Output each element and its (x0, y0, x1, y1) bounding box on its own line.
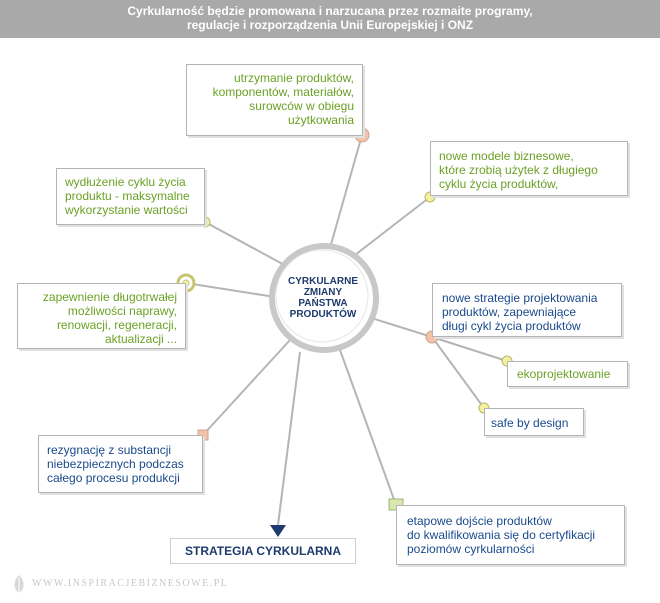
box-stages-line: etapowe dojście produktów (407, 514, 552, 528)
box-business-line: które zrobią użytek z długiego (439, 163, 598, 177)
box-stages-line: poziomów cyrkularności (407, 542, 535, 556)
header-line-1: Cyrkularność będzie promowana i narzucan… (127, 4, 533, 18)
connector-business (354, 196, 431, 256)
box-stages-line: do kwalifikowania się do certyfikacji (407, 528, 596, 542)
leaf-logo-icon (14, 574, 24, 594)
box-extend-line: wykorzystanie wartości (65, 203, 188, 217)
watermark-text: WWW.INSPIRACJEBIZNESOWE.PL (32, 578, 229, 589)
box-maintain-line: użytkowania (287, 113, 354, 127)
box-substances-line: całego procesu produkcji (47, 471, 180, 485)
box-design-line: długi cykl życia produktów (442, 319, 581, 333)
center-ring-inner (275, 249, 369, 343)
box-substances-line: rezygnację z substancji (47, 443, 172, 457)
box-extend-line: produktu - maksymalne (65, 189, 190, 203)
box-repair-line: zapewnienie długotrwałej (42, 290, 177, 304)
box-business: nowe modele biznesowe, które zrobią użyt… (430, 141, 628, 196)
connector-extend (204, 221, 291, 269)
box-maintain-line: surowców w obiegu (249, 99, 354, 113)
connector-substances (202, 339, 291, 436)
connector-repair (185, 282, 276, 298)
connector-design (367, 316, 433, 338)
box-extend-line: wydłużenie cyklu życia (65, 175, 186, 189)
box-substances-line: niebezpiecznych podczas (47, 457, 184, 471)
connector-strategy (277, 351, 301, 526)
box-repair-line: aktualizacji ... (104, 332, 177, 346)
center-label: CYRKULARNE ZMIANY PAŃSTWA PRODUKTÓW (283, 276, 363, 320)
center-line: ZMIANY (303, 287, 343, 298)
box-safe: safe by design (484, 408, 584, 436)
center-line: PRODUKTÓW (289, 309, 357, 320)
box-maintain-line: utrzymanie produktów, (233, 71, 354, 85)
center-line: PAŃSTWA (298, 298, 348, 309)
strategy-label: STRATEGIA CYRKULARNA (170, 538, 356, 564)
box-repair-line: możliwości naprawy, (67, 304, 177, 318)
box-business-line: nowe modele biznesowe, (439, 149, 574, 163)
box-maintain-line: komponentów, materiałów, (212, 85, 354, 99)
watermark: WWW.INSPIRACJEBIZNESOWE.PL (10, 572, 228, 596)
box-safe-line: safe by design (491, 416, 569, 430)
box-stages: etapowe dojście produktów do kwalifikowa… (396, 505, 625, 565)
box-business-line: cyklu życia produktów, (439, 177, 559, 191)
connector-maintain (329, 134, 363, 249)
box-repair-line: renowacji, regeneracji, (56, 318, 177, 332)
box-design: nowe strategie projektowania produktów, … (432, 283, 622, 337)
box-eco-line: ekoprojektowanie (517, 367, 611, 381)
box-substances: rezygnację z substancji niebezpiecznych … (38, 435, 203, 493)
strategy-arrowhead (270, 525, 286, 537)
box-design-line: nowe strategie projektowania (442, 291, 598, 305)
box-maintain: utrzymanie produktów, komponentów, mater… (186, 64, 363, 136)
connector-stages (339, 349, 397, 506)
header-line-2: regulacje i rozporządzenia Unii Europejs… (186, 18, 474, 32)
connector-safe (431, 336, 485, 409)
box-repair: zapewnienie długotrwałej możliwości napr… (17, 283, 186, 349)
header-banner: Cyrkularność będzie promowana i narzucan… (0, 0, 660, 38)
box-extend: wydłużenie cyklu życia produktu - maksym… (56, 168, 205, 225)
connector-eco (431, 336, 508, 362)
center-line: CYRKULARNE (288, 276, 358, 287)
box-design-line: produktów, zapewniające (442, 305, 577, 319)
box-eco: ekoprojektowanie (507, 361, 628, 387)
